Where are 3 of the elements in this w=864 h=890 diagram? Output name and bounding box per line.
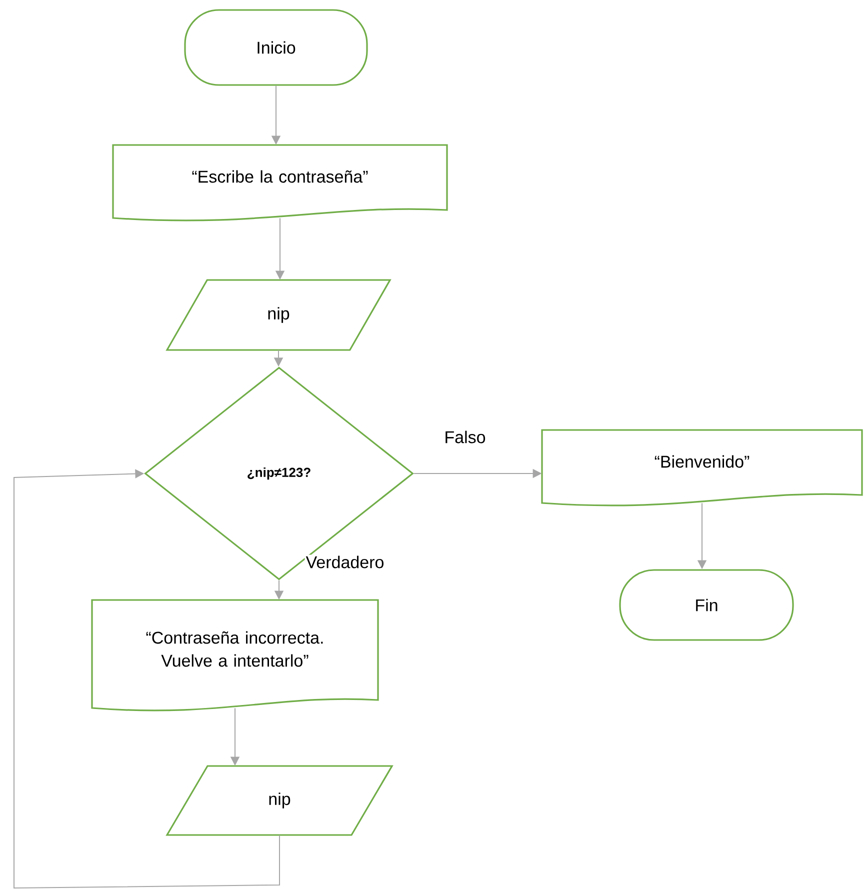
edge-label: Verdadero — [304, 554, 386, 570]
edge-label: Falso — [443, 430, 487, 444]
arrow — [14, 469, 280, 889]
